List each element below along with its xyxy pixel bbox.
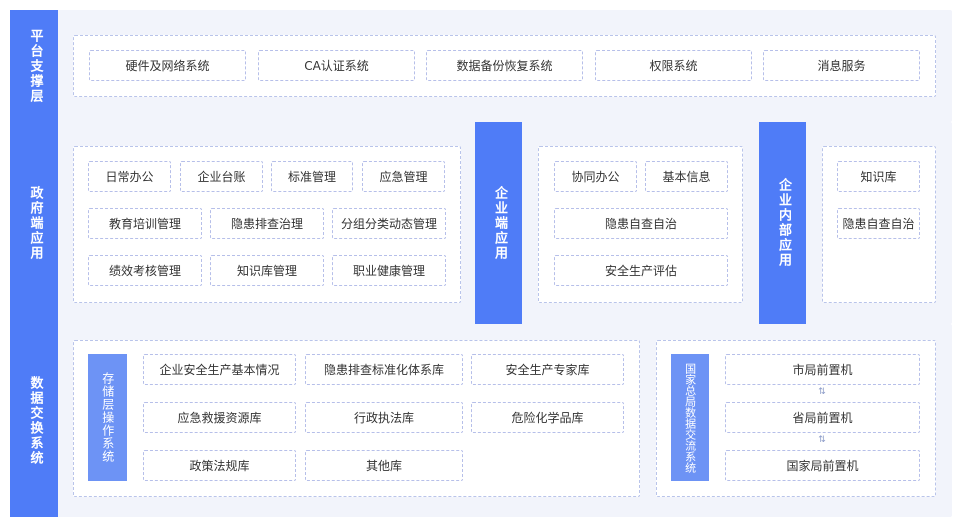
gov-app-title: 政府端应用 — [27, 185, 43, 261]
enterprise-app-title: 企业端应用 — [491, 185, 507, 261]
front-machine-item: 市局前置机 — [725, 354, 920, 385]
gov-app-item: 日常办公 — [88, 161, 171, 192]
storage-item: 企业安全生产基本情况 — [143, 354, 296, 385]
internal-app-label: 企业内部应用 — [759, 122, 806, 324]
gov-app-label: 政府端应用 — [10, 122, 58, 324]
platform-layer-label: 平台支撑层 — [10, 10, 58, 122]
enterprise-app-item: 隐患自查自治 — [554, 208, 728, 239]
sync-arrow-icon: ⇅ — [818, 435, 826, 445]
enterprise-app-label: 企业端应用 — [475, 122, 522, 324]
gov-app-item: 职业健康管理 — [332, 255, 446, 286]
platform-item: 数据备份恢复系统 — [426, 50, 583, 81]
gov-app-item: 绩效考核管理 — [88, 255, 202, 286]
gov-app-item: 标准管理 — [271, 161, 353, 192]
enterprise-app-item: 协同办公 — [554, 161, 637, 192]
platform-item: 硬件及网络系统 — [89, 50, 246, 81]
platform-item: 消息服务 — [763, 50, 920, 81]
front-machine-item: 国家局前置机 — [725, 450, 920, 481]
internal-app-item: 隐患自查自治 — [837, 208, 920, 239]
front-machine-item: 省局前置机 — [725, 402, 920, 433]
platform-item: CA认证系统 — [258, 50, 415, 81]
gov-app-item: 知识库管理 — [210, 255, 324, 286]
national-exchange-label: 国家总局数据交流系统 — [671, 354, 709, 481]
national-exchange-title: 国家总局数据交流系统 — [683, 362, 697, 473]
storage-system-label: 存储层操作系统 — [88, 354, 127, 481]
exchange-layer-label: 数据交换系统 — [10, 324, 58, 517]
storage-item: 隐患排查标准化体系库 — [305, 354, 463, 385]
storage-item: 应急救援资源库 — [143, 402, 296, 433]
gov-app-item: 分组分类动态管理 — [332, 208, 446, 239]
internal-app-title: 企业内部应用 — [775, 178, 791, 268]
internal-app-item: 知识库 — [837, 161, 920, 192]
platform-item: 权限系统 — [595, 50, 752, 81]
storage-item: 危险化学品库 — [471, 402, 624, 433]
storage-item: 行政执法库 — [305, 402, 463, 433]
platform-layer-title: 平台支撑层 — [27, 28, 43, 104]
enterprise-app-item: 安全生产评估 — [554, 255, 728, 286]
sync-arrow-icon: ⇅ — [818, 387, 826, 397]
gov-app-item: 应急管理 — [362, 161, 445, 192]
storage-item: 政策法规库 — [143, 450, 296, 481]
gov-app-item: 教育培训管理 — [88, 208, 202, 239]
exchange-layer-title: 数据交换系统 — [27, 375, 43, 466]
storage-item: 安全生产专家库 — [471, 354, 624, 385]
gov-app-item: 隐患排查治理 — [210, 208, 324, 239]
gov-app-item: 企业台账 — [180, 161, 263, 192]
storage-item: 其他库 — [305, 450, 463, 481]
storage-system-title: 存储层操作系统 — [100, 372, 115, 463]
enterprise-app-item: 基本信息 — [645, 161, 728, 192]
